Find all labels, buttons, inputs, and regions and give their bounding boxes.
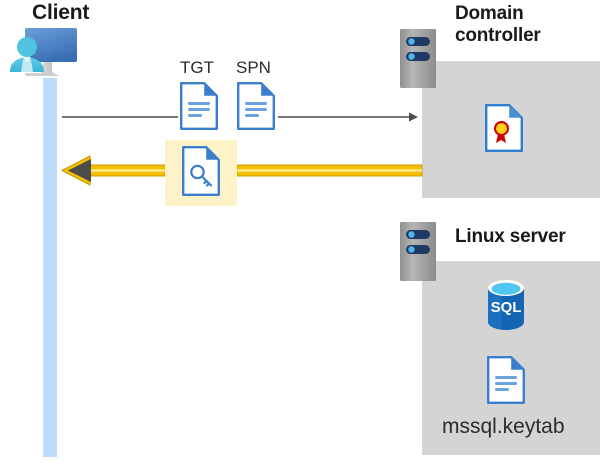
domain-controller-server-rack-icon bbox=[400, 29, 436, 88]
linux-server-title: Linux server bbox=[455, 226, 566, 247]
service-ticket-document-key-icon bbox=[182, 146, 220, 196]
keytab-document-icon bbox=[487, 356, 525, 404]
keytab-file-label: mssql.keytab bbox=[442, 415, 565, 438]
domain-controller-title: Domain controller bbox=[455, 3, 585, 48]
ticket-arrow-segment-left bbox=[60, 155, 166, 186]
domain-controller-title-line-2: controller bbox=[455, 25, 541, 47]
tgt-document-icon bbox=[180, 82, 218, 130]
domain-controller-title-line-1: Domain bbox=[455, 3, 524, 24]
client-title: Client bbox=[32, 1, 90, 24]
spn-document-icon bbox=[237, 82, 275, 130]
client-lifeline-bar bbox=[43, 78, 57, 457]
tgt-label: TGT bbox=[180, 58, 214, 77]
svg-text:SQL: SQL bbox=[491, 299, 522, 316]
ticket-arrow-segment-right bbox=[236, 164, 423, 177]
linux-server-rack-icon bbox=[400, 222, 436, 281]
sql-database-icon: SQL bbox=[488, 280, 524, 330]
certificate-seal-icon bbox=[485, 104, 523, 152]
client-user-monitor-icon bbox=[10, 28, 77, 76]
spn-label: SPN bbox=[236, 58, 271, 77]
